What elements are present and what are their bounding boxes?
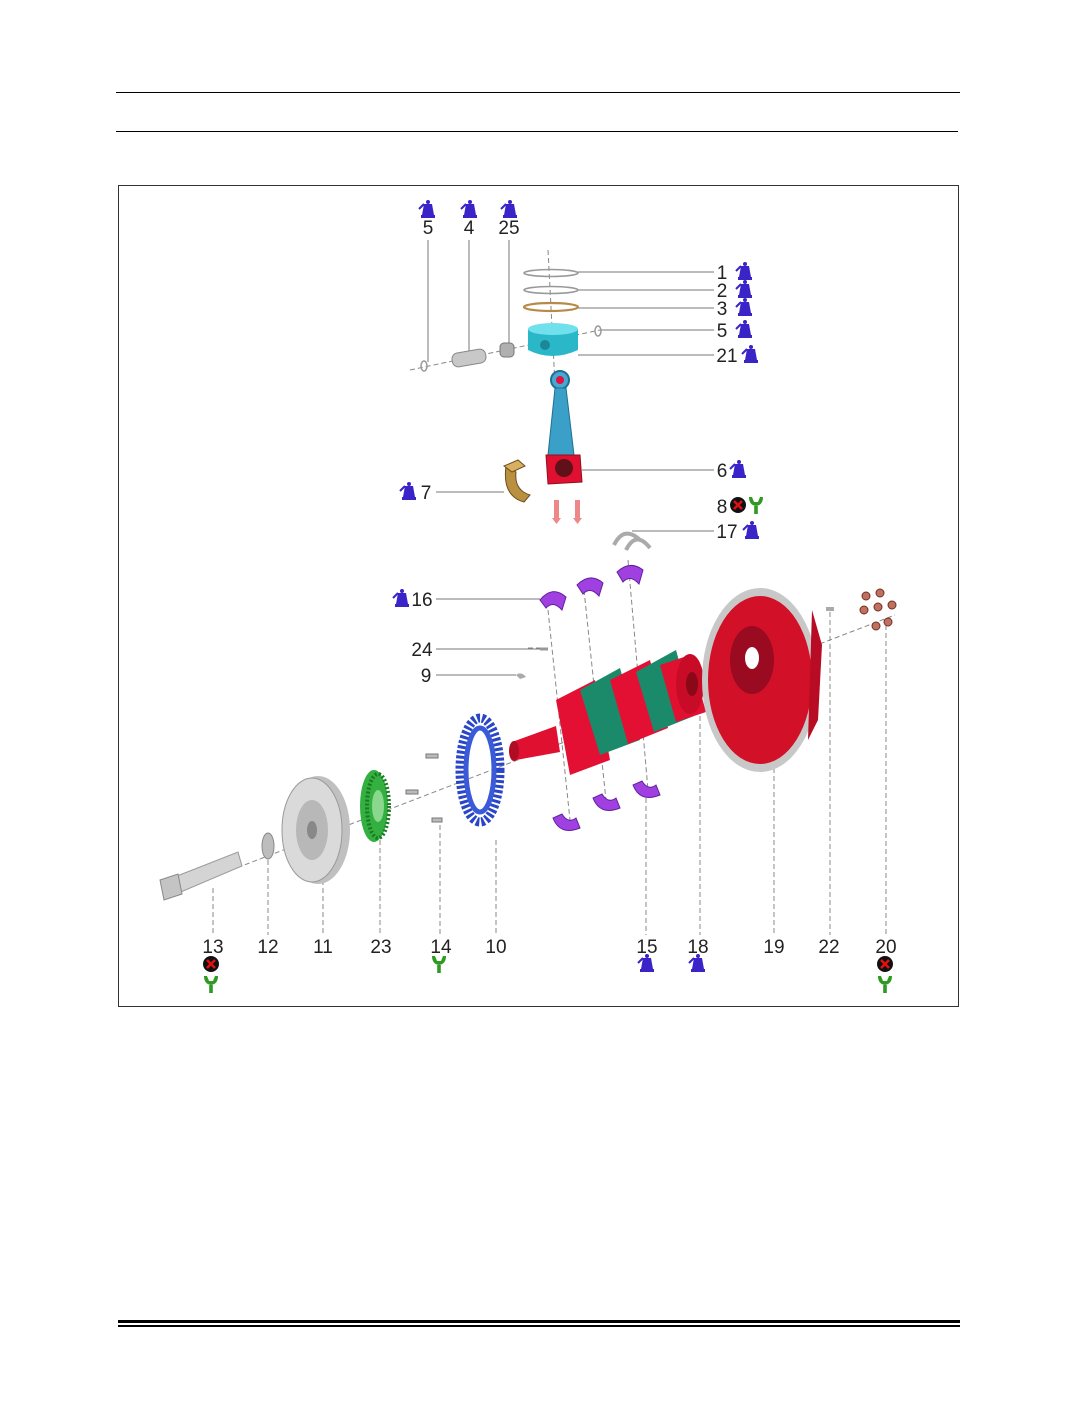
leader-lines [427,240,714,676]
header-rule-upper [116,92,960,93]
do-not-reuse-icon [875,954,895,974]
footer-rule-thick [118,1320,960,1323]
callout-21: 21 [716,346,737,367]
connecting-rod [545,370,583,485]
callout-13: 13 [202,937,223,958]
callout-24: 24 [411,640,433,661]
rod-bearing [504,465,531,503]
flywheel-bolts [859,588,897,631]
callout-5-right: 5 [717,321,728,342]
header-rule-lower [116,131,958,132]
piston-pin [451,348,487,368]
callout-2: 2 [717,281,728,302]
callout-9: 9 [421,666,432,687]
oil-can-icon [500,199,518,219]
thrust-washers [612,531,652,551]
do-not-reuse-icon [201,954,221,974]
torque-wrench-icon [204,976,218,993]
rod-bolts [552,500,582,524]
exploded-view-figure [118,185,959,1007]
snap-ring-right [594,325,602,337]
callout-15: 15 [636,937,657,958]
callout-18: 18 [687,937,708,958]
callout-4: 4 [464,218,475,239]
callout-20: 20 [875,937,896,958]
oil-can-icon [735,297,753,317]
torque-wrench-icon [878,976,892,993]
callout-22: 22 [818,937,839,958]
callout-6: 6 [717,461,728,482]
callout-1: 1 [717,263,728,284]
crankshaft [509,650,706,775]
callout-11: 11 [313,937,333,958]
callout-19: 19 [763,937,784,958]
do-not-reuse-icon [728,495,748,515]
oil-can-icon [460,199,478,219]
torque-wrench-icon [432,956,446,973]
timing-sprocket [455,713,505,827]
oil-can-icon [418,199,436,219]
callout-10: 10 [485,937,506,958]
oil-can-icon [741,344,759,364]
oil-can-icon [392,588,410,608]
oil-can-icon [735,261,753,281]
callout-8: 8 [717,497,728,518]
flywheel [702,588,822,772]
callout-16: 16 [411,590,432,611]
callout-3: 3 [717,299,728,320]
oil-can-icon [399,481,417,501]
callout-23: 23 [370,937,391,958]
woodruff-key [516,673,526,679]
callout-14: 14 [430,937,452,958]
sprocket-bolts [405,753,443,823]
trigger-gear [360,770,391,842]
oil-can-icon [742,520,760,540]
torque-wrench-icon [749,497,763,514]
crank-pulley [281,776,350,884]
callout-17: 17 [716,522,737,543]
main-bearings-upper [539,565,644,611]
oil-can-icon [729,459,747,479]
locating-pin [826,607,834,611]
oil-can-icon [735,279,753,299]
callout-25: 25 [498,218,519,239]
callout-12: 12 [257,937,278,958]
callout-7: 7 [421,483,432,504]
footer-rule-thin [118,1325,960,1327]
washer [261,832,275,860]
callout-5-top: 5 [423,218,434,239]
piston [528,323,578,356]
crank-bolt [159,851,243,901]
piston-rings [522,268,580,313]
oil-can-icon [735,319,753,339]
main-bearings-lower [552,780,661,831]
bush [499,342,515,358]
snap-ring-left [420,360,428,372]
